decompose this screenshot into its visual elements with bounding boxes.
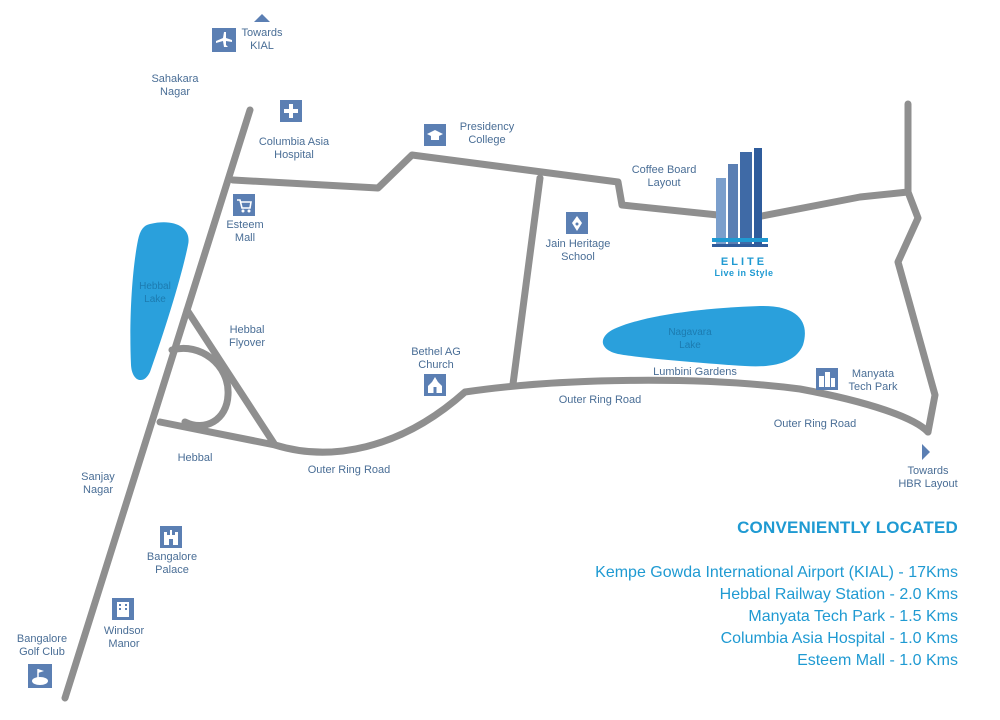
distance-item: Esteem Mall - 1.0 Kms xyxy=(797,652,958,669)
label-sahakara-nagar: Sahakara Nagar xyxy=(151,73,199,98)
label-outer-ring-road: Outer Ring Road xyxy=(307,464,391,476)
distance-item: Columbia Asia Hospital - 1.0 Kms xyxy=(720,630,958,647)
building-icon xyxy=(112,598,134,620)
label-manyata-tech-park: Manyata Tech Park xyxy=(848,368,898,393)
brand-name: ELITE xyxy=(720,256,768,268)
elite-building-logo xyxy=(712,148,768,247)
label-outer-ring-road: Outer Ring Road xyxy=(558,394,642,406)
flyover-ramp-upper xyxy=(183,306,279,449)
direction-arrow-icon xyxy=(254,14,270,22)
label-jain-heritage: Jain Heritage School xyxy=(545,238,611,263)
road-jain-link xyxy=(509,174,544,388)
conveniently-located-panel: CONVENIENTLY LOCATED Kempe Gowda Interna… xyxy=(595,518,958,672)
label-esteem-mall: Esteem Mall xyxy=(226,219,264,244)
church-icon xyxy=(424,374,446,396)
main-highway xyxy=(61,106,254,702)
tech-park-icon xyxy=(816,368,838,390)
label-outer-ring-road: Outer Ring Road xyxy=(773,418,857,430)
label-bangalore-palace: Bangalore Palace xyxy=(146,551,198,576)
distance-item: Manyata Tech Park - 1.5 Kms xyxy=(748,608,958,625)
label-presidency-college: Presidency College xyxy=(459,121,515,146)
elite-brand: ELITE Live in Style xyxy=(694,256,794,278)
road-top-west xyxy=(229,151,722,219)
palace-icon xyxy=(160,526,182,548)
label-sanjay-nagar: Sanjay Nagar xyxy=(81,471,115,496)
label-windsor-manor: Windsor Manor xyxy=(103,625,145,650)
brand-tagline: Live in Style xyxy=(714,268,774,278)
info-heading: CONVENIENTLY LOCATED xyxy=(737,518,958,537)
label-towards-hbr: Towards HBR Layout xyxy=(898,465,958,490)
label-bangalore-golf-club: Bangalore Golf Club xyxy=(16,633,68,658)
label-bethel-church: Bethel AG Church xyxy=(411,346,461,371)
label-coffee-board: Coffee Board Layout xyxy=(631,164,697,189)
flyover-loop xyxy=(168,345,232,429)
distance-list: Kempe Gowda International Airport (KIAL)… xyxy=(595,562,958,672)
label-towards-kial: Towards KIAL xyxy=(241,27,283,52)
graduation-cap-icon xyxy=(424,124,446,146)
hebbal-lake xyxy=(130,222,189,381)
label-hebbal-flyover: Hebbal Flyover xyxy=(228,324,266,349)
outer-ring-road xyxy=(156,376,932,456)
road-east-edge xyxy=(894,188,939,436)
nagavara-lake xyxy=(602,305,805,367)
hospital-cross-icon xyxy=(280,100,302,122)
shopping-cart-icon xyxy=(233,194,255,216)
distance-item: Hebbal Railway Station - 2.0 Kms xyxy=(719,586,958,603)
distance-item: Kempe Gowda International Airport (KIAL)… xyxy=(595,564,958,581)
label-columbia-asia: Columbia Asia Hospital xyxy=(258,136,330,161)
road-top-east xyxy=(758,100,912,220)
airplane-icon xyxy=(212,28,236,52)
pen-nib-icon xyxy=(566,212,588,234)
label-nagavara-lake: Nagavara Lake xyxy=(668,327,712,351)
label-hebbal: Hebbal xyxy=(177,452,213,464)
direction-arrow-icon xyxy=(922,444,930,460)
golf-icon xyxy=(28,664,52,688)
label-hebbal-lake: Hebbal Lake xyxy=(139,281,171,305)
label-lumbini-gardens: Lumbini Gardens xyxy=(653,366,737,378)
